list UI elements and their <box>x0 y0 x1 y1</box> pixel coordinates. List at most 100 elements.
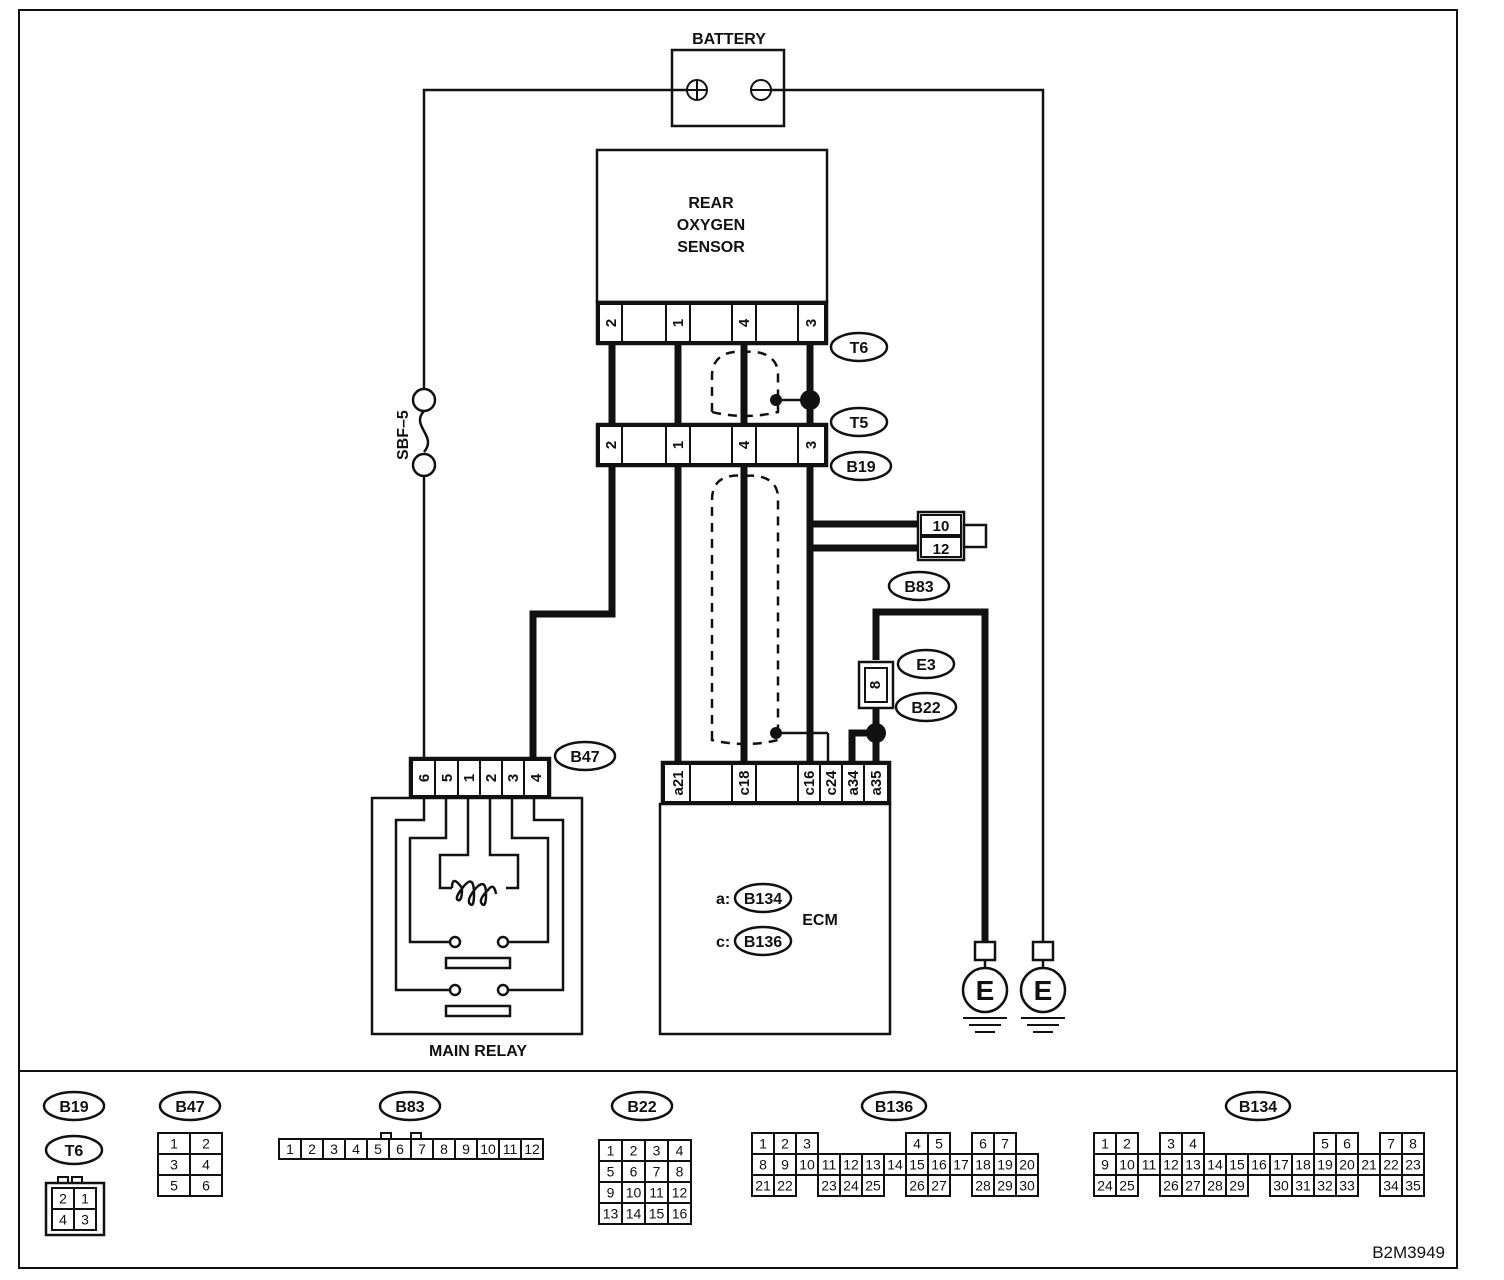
legend-cell: 32 <box>1313 1174 1337 1197</box>
legend-cell: 13 <box>1181 1153 1205 1176</box>
legend-cell: 1 <box>278 1138 302 1160</box>
battery-positive-wire <box>422 88 687 388</box>
legend-pin: 12 <box>1163 1157 1179 1173</box>
legend-pin: 5 <box>1321 1136 1329 1152</box>
ecm-label: ECM <box>802 912 838 929</box>
legend-pin: 1 <box>81 1191 89 1207</box>
legend-pin: 23 <box>1405 1157 1421 1173</box>
legend-pin: 21 <box>755 1178 771 1194</box>
t5-pin-3: 3 <box>803 441 820 449</box>
battery-body <box>670 48 786 128</box>
legend-cell: 2 <box>300 1138 324 1160</box>
legend-pin: 2 <box>59 1191 67 1207</box>
legend-pin: 32 <box>1317 1178 1333 1194</box>
legend-pin: 33 <box>1339 1178 1355 1194</box>
legend-pin: 1 <box>1101 1136 1109 1152</box>
ground-splice <box>866 723 886 743</box>
tag-b22: B22 <box>894 691 958 723</box>
legend-cell: 3 <box>73 1208 97 1231</box>
sensor-connector <box>595 300 829 346</box>
legend-pin: 8 <box>440 1141 448 1157</box>
legend-pin: 15 <box>1229 1157 1245 1173</box>
t5-pin-1: 1 <box>670 441 687 449</box>
fuse-label: SBF–5 <box>395 410 412 460</box>
legend-pin: 4 <box>352 1141 360 1157</box>
legend-cell: 24 <box>839 1174 863 1197</box>
legend-cell: 1 <box>157 1132 191 1155</box>
legend-cell: 4 <box>667 1139 692 1162</box>
legend-cell: 10 <box>476 1138 500 1160</box>
legend-cell: 28 <box>1203 1174 1227 1197</box>
legend-cell: 31 <box>1291 1174 1315 1197</box>
legend-cell: 6 <box>1335 1132 1359 1155</box>
legend-pin: 3 <box>1167 1136 1175 1152</box>
legend-pin: 4 <box>202 1157 210 1173</box>
legend-pin: 3 <box>170 1157 178 1173</box>
relay-pin-2: 2 <box>483 774 500 782</box>
svg-text:B19: B19 <box>59 1099 88 1116</box>
legend-pin: 10 <box>799 1157 815 1173</box>
legend-pin: 23 <box>821 1178 837 1194</box>
connector-b83: 10 12 <box>916 510 988 562</box>
relay-pin-3: 3 <box>505 774 522 782</box>
legend-cell: 15 <box>644 1202 669 1225</box>
legend-cell: 26 <box>1159 1174 1183 1197</box>
tag-t5: T5 <box>829 406 889 438</box>
legend-pin: 7 <box>1387 1136 1395 1152</box>
legend-pin: 14 <box>626 1206 642 1222</box>
legend-cell: 18 <box>1291 1153 1315 1176</box>
wire-pin2-to-relay <box>529 466 616 758</box>
t5-pin-2: 2 <box>603 441 620 449</box>
legend-cell: 1 <box>751 1132 775 1155</box>
legend-cell: 18 <box>971 1153 995 1176</box>
legend-cell: 29 <box>1225 1174 1249 1197</box>
legend-pin: 14 <box>1207 1157 1223 1173</box>
tag-b19: B19 <box>829 450 893 482</box>
legend-pin: 17 <box>953 1157 969 1173</box>
sensor-pin-1: 1 <box>670 319 687 327</box>
legend-cell: 13 <box>598 1202 623 1225</box>
legend-cell: 10 <box>621 1181 646 1204</box>
legend-pin: 1 <box>286 1141 294 1157</box>
legend-cell: 27 <box>927 1174 951 1197</box>
legend-cell: 17 <box>949 1153 973 1176</box>
legend-cell: 29 <box>993 1174 1017 1197</box>
ecm-pin-c18: c18 <box>736 770 753 795</box>
legend-pin: 20 <box>1019 1157 1035 1173</box>
svg-text:B83: B83 <box>904 579 933 596</box>
battery-label: BATTERY <box>692 31 766 48</box>
legend-cell: 15 <box>1225 1153 1249 1176</box>
legend-cell: 5 <box>927 1132 951 1155</box>
ground-right: E <box>1019 940 1067 1033</box>
legend-cell: 12 <box>667 1181 692 1204</box>
legend-cell: 2 <box>773 1132 797 1155</box>
main-relay-label: MAIN RELAY <box>429 1043 527 1060</box>
rear-oxygen-sensor: REAR OXYGEN SENSOR 2 1 4 3 <box>595 148 829 346</box>
shield-lower-drain-dot <box>770 727 782 739</box>
legend-pin: 16 <box>931 1157 947 1173</box>
legend-cell: 26 <box>905 1174 929 1197</box>
sensor-label-line3: SENSOR <box>677 239 745 256</box>
connector-t5-b19: 2 1 4 3 <box>595 422 829 468</box>
legend-cell: 10 <box>795 1153 819 1176</box>
relay-coil <box>450 879 498 907</box>
legend-cell: 7 <box>993 1132 1017 1155</box>
legend-pin: 26 <box>909 1178 925 1194</box>
sensor-body <box>595 148 829 304</box>
legend-cell: 35 <box>1401 1174 1425 1197</box>
legend-cell: 17 <box>1269 1153 1293 1176</box>
legend-cell: 5 <box>157 1174 191 1197</box>
svg-text:B22: B22 <box>911 700 940 717</box>
shield-upper-drain-dot <box>770 394 782 406</box>
legend-cell: 20 <box>1015 1153 1039 1176</box>
legend-cell: 5 <box>1313 1132 1337 1155</box>
battery: BATTERY <box>670 31 786 128</box>
legend-cell: 14 <box>1203 1153 1227 1176</box>
legend-cell: 11 <box>644 1181 669 1204</box>
ecm-pin-a35: a35 <box>868 770 885 795</box>
